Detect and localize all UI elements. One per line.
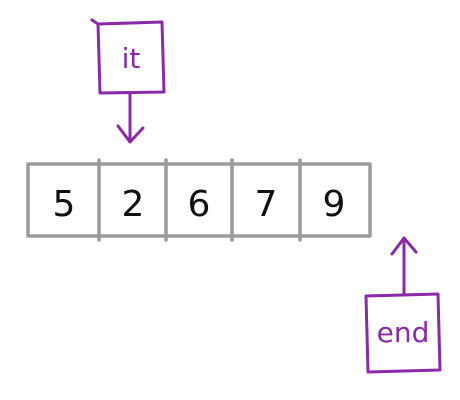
it-pointer: it (90, 18, 166, 144)
end-arrow-icon (390, 236, 418, 296)
it-arrow-icon (116, 91, 145, 144)
cell-value: 7 (255, 184, 278, 225)
it-box (96, 20, 166, 95)
end-label: end (377, 316, 430, 349)
it-label: it (122, 42, 141, 75)
array-cells: 5 2 6 7 9 (26, 158, 372, 242)
cell-value: 6 (188, 184, 211, 225)
cell-value: 2 (122, 184, 145, 225)
cell-value: 9 (323, 184, 346, 225)
array-outline (26, 162, 372, 238)
it-box-corner (90, 18, 100, 26)
end-box (364, 292, 442, 374)
cell-value: 5 (53, 184, 76, 225)
end-pointer: end (364, 236, 442, 374)
